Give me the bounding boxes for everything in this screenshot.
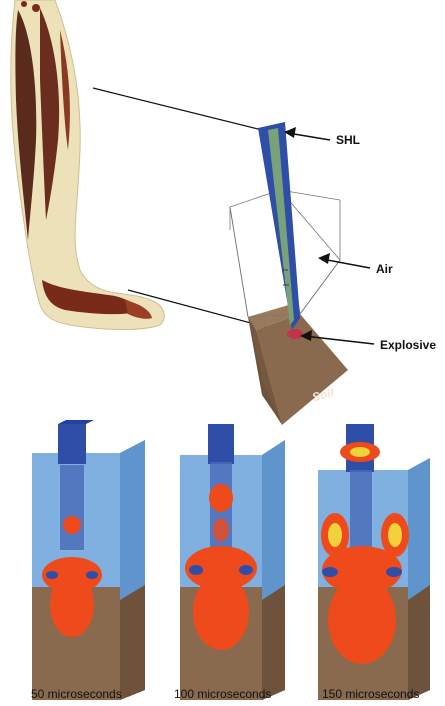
caption-50: 50 microseconds: [31, 687, 122, 701]
sim-panel-150: [318, 424, 430, 700]
sim-panel-50: [32, 420, 145, 700]
shl-label: SHL: [336, 133, 360, 147]
leader-line-upper: [93, 88, 262, 130]
caption-100: 100 microseconds: [174, 687, 271, 701]
caption-150: 150 microseconds: [322, 687, 419, 701]
explosive-label: Explosive: [380, 338, 436, 352]
sim-panel-100: [180, 424, 285, 700]
air-arrow: [318, 253, 370, 268]
assembly-top: [230, 122, 348, 425]
shl-arrow: [284, 127, 330, 140]
explosive-charge: [287, 329, 303, 339]
leg-anatomy-image: [11, 0, 165, 330]
air-label: Air: [376, 262, 393, 276]
